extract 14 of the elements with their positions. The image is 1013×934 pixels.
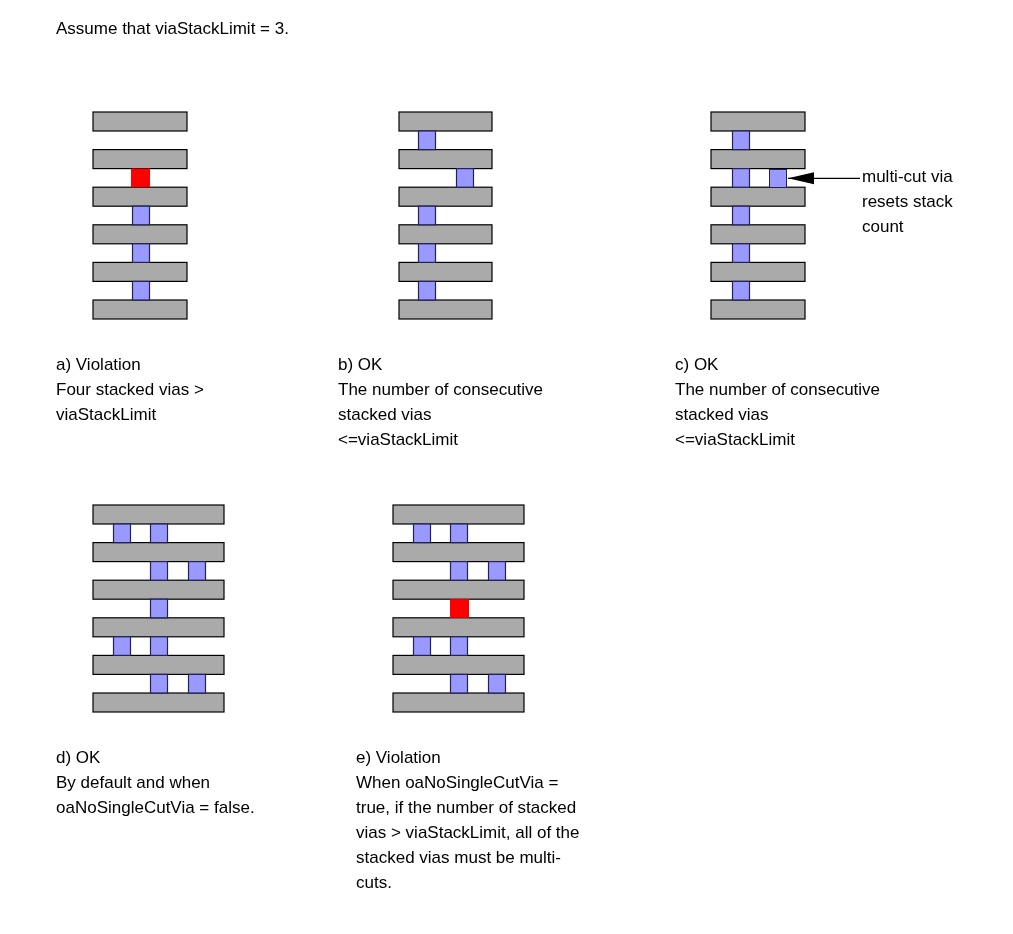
- leader-arrow: [787, 172, 861, 185]
- caption-text: The number of consecutive stacked vias <=viaStackLimit: [338, 379, 545, 451]
- caption-text: Four stacked vias > viaStackLimit: [56, 379, 205, 426]
- via-square: [769, 169, 787, 188]
- caption-heading: e) Violation: [356, 747, 442, 769]
- caption-text: When oaNoSingleCutVia = true, if the number of stacked vias > viaStackLimit, all of the stacked vias must be multi-cuts.: [356, 772, 581, 894]
- caption-heading: d) OK: [56, 747, 102, 769]
- caption-heading: b) OK: [338, 354, 384, 376]
- caption-text: The number of consecutive stacked vias <=viaStackLimit: [675, 379, 882, 451]
- caption-heading: a) Violation: [56, 354, 142, 376]
- caption-text: By default and when oaNoSingleCutVia = false.: [56, 772, 256, 819]
- title: Assume that viaStackLimit = 3.: [56, 18, 289, 40]
- callout-text: multi-cut via resets stack count: [862, 166, 954, 238]
- caption-heading: c) OK: [675, 354, 720, 376]
